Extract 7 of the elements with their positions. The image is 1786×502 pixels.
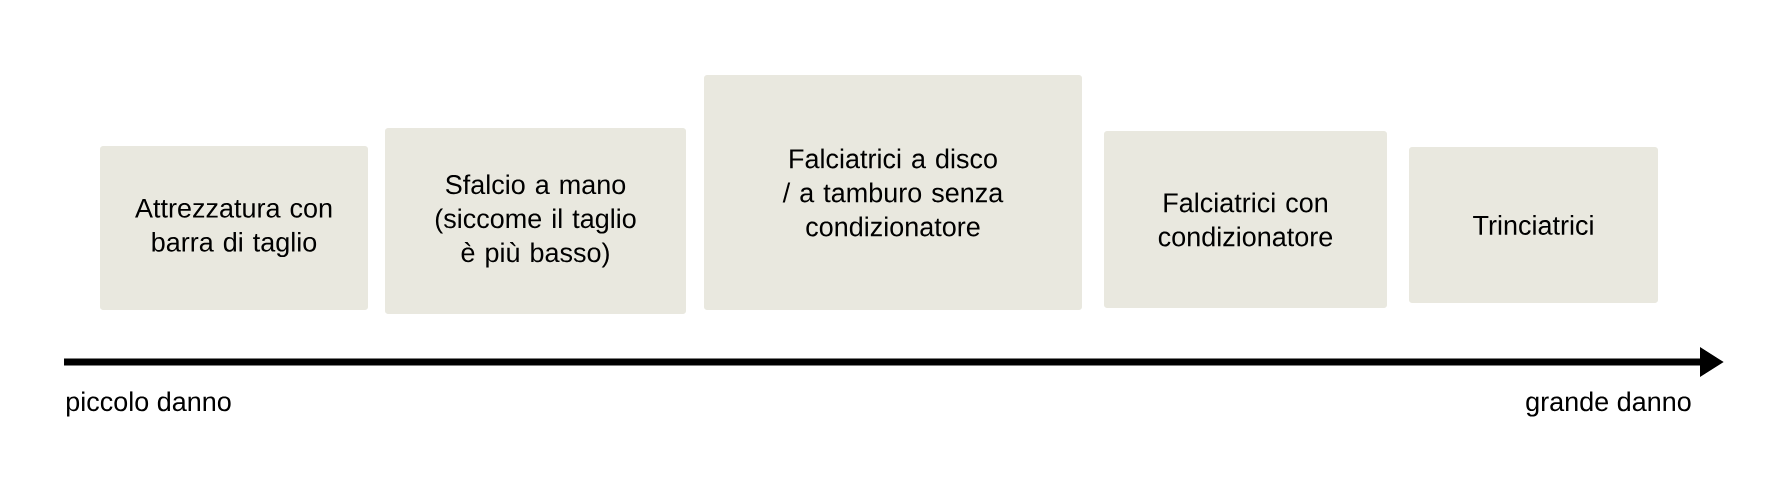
process-box: Falciatrici a disco / a tamburo senza condizionatore: [704, 75, 1082, 310]
axis-label: piccolo danno: [66, 391, 231, 417]
process-box: Trinciatrici: [1409, 147, 1658, 303]
axis-label: grande danno: [1526, 391, 1691, 417]
process-box: Sfalcio a mano (siccome il taglio è più basso): [385, 128, 686, 314]
process-box: Falciatrici con condizionatore: [1104, 131, 1387, 308]
process-box: Attrezzatura con barra di taglio: [100, 146, 368, 310]
